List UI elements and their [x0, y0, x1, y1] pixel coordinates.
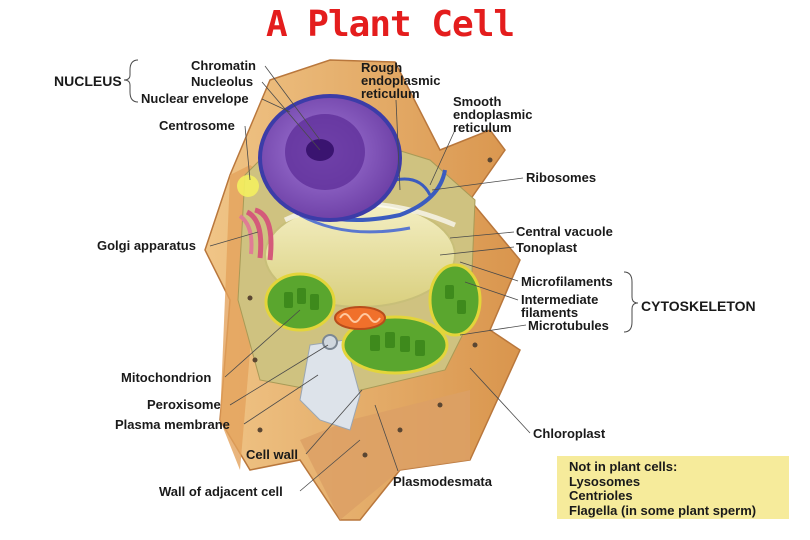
leader-lines — [209, 65, 531, 492]
mitochondrion — [334, 306, 386, 330]
label-intermediate-filaments-1: Intermediate — [521, 292, 599, 307]
label-nuclear-envelope: Nuclear envelope — [141, 91, 249, 106]
nucleus — [258, 94, 402, 222]
label-smooth-er-1: Smooth — [453, 94, 502, 109]
cytoskeleton-brace — [623, 271, 639, 333]
label-centrosome: Centrosome — [159, 118, 235, 133]
label-rough-er-2: endoplasmic — [361, 73, 441, 88]
label-intermediate-filaments-2: filaments — [521, 305, 579, 320]
note-heading: Not in plant cells: — [569, 459, 678, 474]
label-rough-er-1: Rough — [361, 60, 403, 75]
nucleus-brace — [123, 59, 139, 103]
label-golgi-apparatus: Golgi apparatus — [97, 238, 196, 253]
label-mitochondrion: Mitochondrion — [121, 370, 212, 385]
label-cell-wall: Cell wall — [246, 447, 299, 462]
nucleus-group-label: NUCLEUS — [54, 73, 122, 89]
label-plasma-membrane: Plasma membrane — [115, 417, 230, 432]
label-smooth-er-2: endoplasmic — [453, 107, 533, 122]
page-title: A Plant Cell — [265, 4, 515, 45]
plasmodesmata — [247, 157, 493, 458]
note-item-centrioles: Centrioles — [569, 488, 633, 503]
note-item-lysosomes: Lysosomes — [569, 473, 641, 489]
label-wall-adjacent-cell: Wall of adjacent cell — [159, 484, 283, 499]
golgi-apparatus — [238, 207, 274, 261]
label-chromatin: Chromatin — [191, 58, 256, 73]
label-peroxisome: Peroxisome — [147, 397, 221, 412]
label-smooth-er: Smooth endoplasmic reticulum — [453, 95, 532, 134]
label-plasmodesmata: Plasmodesmata — [393, 474, 492, 489]
note-item-flagella: Flagella (in some plant sperm) — [569, 502, 757, 518]
not-in-plant-cells-note: Not in plant cells: Lysosomes Centrioles… — [557, 456, 789, 519]
label-smooth-er-3: reticulum — [453, 120, 512, 135]
label-central-vacuole: Central vacuole — [516, 224, 613, 239]
centrosome — [237, 175, 259, 197]
cytoskeleton-group-label: CYTOSKELETON — [641, 298, 756, 314]
label-rough-er-3: reticulum — [361, 86, 420, 101]
label-rough-er: Rough endoplasmic reticulum — [361, 61, 440, 100]
label-tonoplast: Tonoplast — [516, 240, 578, 255]
chloroplast — [264, 263, 482, 375]
label-ribosomes: Ribosomes — [526, 170, 597, 185]
label-intermediate-filaments: Intermediate filaments — [521, 293, 598, 319]
label-microtubules: Microtubules — [528, 318, 609, 333]
label-nucleolus: Nucleolus — [191, 74, 254, 89]
label-chloroplast: Chloroplast — [533, 426, 606, 441]
label-microfilaments: Microfilaments — [521, 274, 613, 289]
